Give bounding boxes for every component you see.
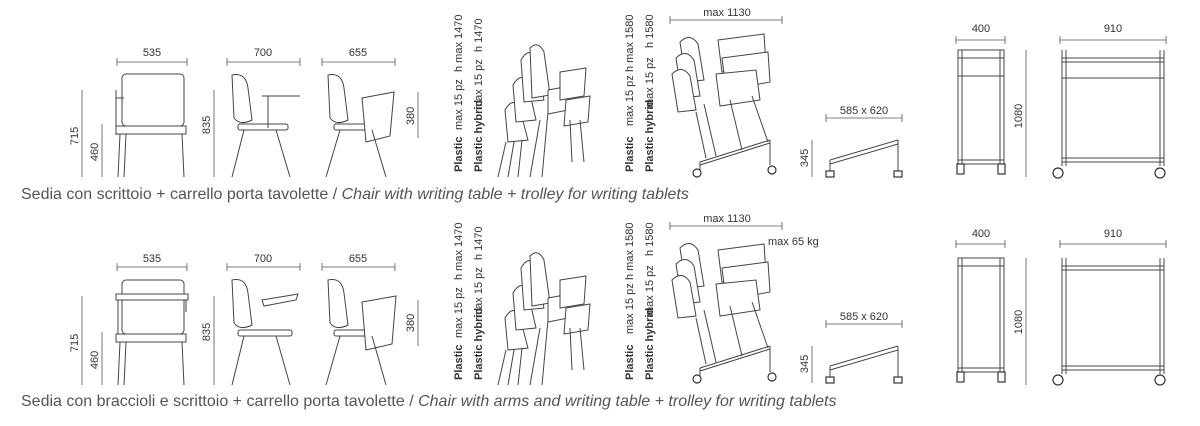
dims-vertical-front: 715 460 bbox=[69, 90, 103, 177]
trolley-with-chairs-2: max 1130 max 65 kg bbox=[669, 213, 819, 384]
stack-labels-b: Plastic max 15 pz h max 1580 Plastic hyb… bbox=[624, 14, 656, 172]
label-plastic-hybrid: Plastic hybrid bbox=[473, 308, 485, 380]
label-h-hybrid: h 1470 bbox=[473, 18, 485, 52]
label-h-hybrid-2: h 1580 bbox=[644, 14, 656, 48]
dim-height-345: 345 bbox=[799, 355, 811, 373]
dim-folded-width-655: 655 bbox=[349, 253, 367, 265]
chair-front-view-arms: 535 bbox=[115, 253, 189, 386]
label-qty: max 15 pz bbox=[453, 287, 465, 338]
label-plastic-2: Plastic bbox=[624, 137, 636, 172]
stack-labels-c: Plastic max 15 pz h max 1470 Plastic hyb… bbox=[453, 223, 485, 380]
dim-height-1080: 1080 bbox=[1013, 104, 1025, 128]
chair-side-view-tablet: 700 835 bbox=[201, 47, 301, 178]
label-h-hybrid-2: h 1580 bbox=[644, 222, 656, 256]
stacked-chairs-drawing bbox=[497, 44, 591, 178]
dim-folded-width-655: 655 bbox=[349, 47, 367, 59]
label-plastic-2: Plastic bbox=[624, 345, 636, 380]
label-plastic: Plastic bbox=[453, 137, 465, 172]
dim-trolley-width-400: 400 bbox=[972, 23, 990, 35]
caption-row-2: Sedia con braccioli e scrittoio + carrel… bbox=[21, 393, 836, 411]
dim-height-715: 715 bbox=[69, 334, 81, 352]
caption-row-1: Sedia con scrittoio + carrello porta tav… bbox=[21, 186, 689, 204]
caption-english: Chair with arms and writing table + trol… bbox=[418, 393, 837, 410]
label-h-max: h max 1470 bbox=[453, 15, 465, 72]
dim-tablet-size: 585 x 620 bbox=[840, 105, 888, 117]
label-h-max-2: h max 1580 bbox=[624, 15, 636, 72]
row-chair-with-writing-table: 535 715 460 700 835 bbox=[69, 7, 1167, 179]
dim-front-width: 535 bbox=[143, 253, 161, 265]
trolley-front-view-2: 400 1080 bbox=[955, 228, 1027, 385]
label-h-hybrid: h 1470 bbox=[473, 226, 485, 260]
stack-labels-d: Plastic max 15 pz h max 1580 Plastic hyb… bbox=[624, 222, 656, 380]
dim-side-width-700: 700 bbox=[254, 253, 272, 265]
label-qty-hybrid-2: max 15 pz bbox=[644, 265, 656, 316]
dim-height-1080: 1080 bbox=[1013, 310, 1025, 334]
caption-english: Chair with writing table + trolley for w… bbox=[341, 186, 689, 203]
label-qty-hybrid-2: max 15 pz bbox=[644, 57, 656, 108]
label-qty-hybrid: max 15 pz bbox=[473, 59, 485, 110]
dim-tablet-size: 585 x 620 bbox=[840, 311, 888, 323]
caption-italian: Sedia con braccioli e scrittoio + carrel… bbox=[21, 393, 419, 410]
chair-front-view: 535 bbox=[115, 47, 188, 178]
dim-tablet-height-380: 380 bbox=[405, 107, 417, 125]
label-h-max-2: h max 1580 bbox=[624, 223, 636, 280]
label-max-load: max 65 kg bbox=[768, 236, 819, 248]
trolley-side-view: 910 bbox=[1052, 23, 1167, 179]
label-plastic-hybrid-2: Plastic hybrid bbox=[644, 308, 656, 380]
label-plastic: Plastic bbox=[453, 345, 465, 380]
dim-height-835: 835 bbox=[201, 116, 213, 134]
dim-height-345: 345 bbox=[799, 149, 811, 167]
caption-italian: Sedia con scrittoio + carrello porta tav… bbox=[21, 186, 342, 203]
label-qty-hybrid: max 15 pz bbox=[473, 267, 485, 318]
stacked-chairs-drawing-2 bbox=[497, 252, 591, 386]
trolley-front-view: 400 1080 bbox=[955, 23, 1027, 177]
label-h-max: h max 1470 bbox=[453, 223, 465, 280]
label-plastic-hybrid: Plastic hybrid bbox=[473, 100, 485, 172]
dim-tablet-height-380: 380 bbox=[405, 314, 417, 332]
dim-seat-height-460: 460 bbox=[89, 143, 101, 161]
dim-seat-height-460: 460 bbox=[89, 351, 101, 369]
dims-vertical-front-2: 715 460 bbox=[69, 296, 103, 385]
trolley-with-chairs: max 1130 bbox=[669, 7, 783, 178]
dim-side-width-700: 700 bbox=[254, 47, 272, 59]
trolley-side-view-2: 910 bbox=[1052, 228, 1167, 386]
chair-side-view-tablet-2: 700 835 bbox=[201, 253, 301, 386]
label-plastic-hybrid-2: Plastic hybrid bbox=[644, 100, 656, 172]
row-chair-with-arms-and-writing-table: 535 715 460 700 835 bbox=[69, 213, 1167, 386]
tablet-trolley-side-2: 585 x 620 345 bbox=[799, 311, 903, 384]
dim-front-width: 535 bbox=[143, 47, 161, 59]
dim-max-width: max 1130 bbox=[703, 7, 751, 19]
label-qty: max 15 pz bbox=[453, 79, 465, 130]
stack-labels-a: Plastic max 15 pz h max 1470 Plastic hyb… bbox=[453, 15, 485, 172]
dim-trolley-width-400: 400 bbox=[972, 228, 990, 240]
label-qty-2: max 15 pz bbox=[624, 75, 636, 126]
dim-height-715: 715 bbox=[69, 127, 81, 145]
tablet-trolley-side: 585 x 620 345 bbox=[799, 105, 903, 178]
dim-trolley-length-910: 910 bbox=[1104, 23, 1122, 35]
dim-max-width: max 1130 bbox=[703, 213, 751, 225]
dim-height-835: 835 bbox=[201, 323, 213, 341]
dim-trolley-length-910: 910 bbox=[1104, 228, 1122, 240]
chair-side-view-folded: 655 380 bbox=[321, 47, 419, 178]
label-qty-2: max 15 pz bbox=[624, 283, 636, 334]
chair-side-view-folded-2: 655 380 bbox=[321, 253, 419, 386]
